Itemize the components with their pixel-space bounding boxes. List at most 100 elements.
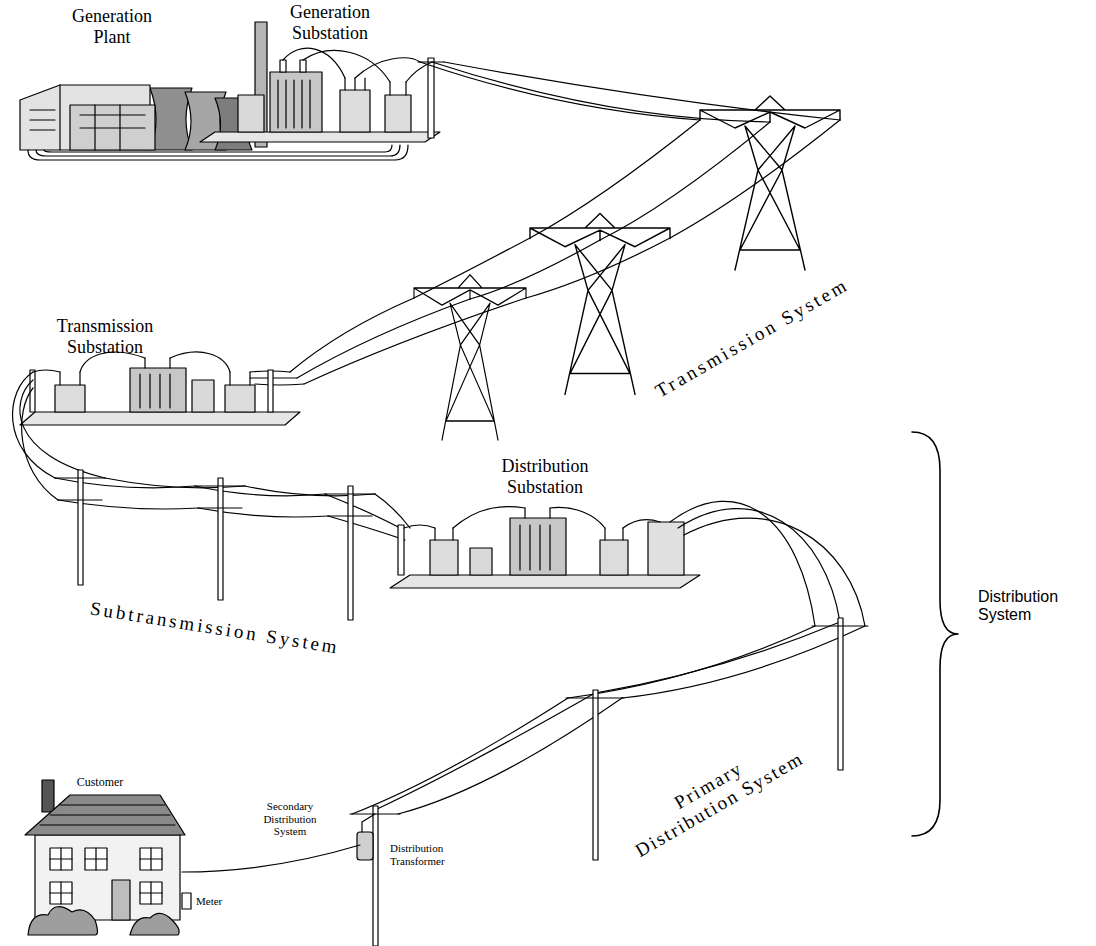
generation-substation [278,80,310,128]
distribution-substation [510,518,566,575]
transmission-tower [414,275,526,440]
transmission-substation [33,370,60,372]
distribution-pole [812,625,868,626]
transmission-conductor [444,62,840,120]
customer-house [40,805,175,825]
distribution-substation [390,575,700,588]
substation-label: Transmission Substation [40,316,170,357]
plant-feeder [28,145,408,160]
customer-house [25,780,185,935]
generation-substation [280,60,286,72]
subtransmission-conductor [20,380,105,478]
transmission-substation [20,352,304,425]
transmission-substation [192,380,214,412]
bracket-label: Distribution System [978,588,1082,625]
customer-house [112,880,130,920]
distribution-pole [373,806,378,946]
subtransmission-conductor [325,494,400,528]
primary-conductor [352,698,568,814]
transmission-conductor [526,238,670,298]
bracket [912,432,958,836]
distribution-transformer [357,814,375,860]
plant-feeder [36,145,400,156]
plant-feeder [28,145,408,160]
power-system-illustration [13,22,958,946]
generation-plant [30,105,145,150]
generation-substation [200,132,440,142]
transmission-substation [225,385,255,412]
primary-conductor [375,693,595,810]
customer-house [25,795,185,835]
subtransmission-pole [218,478,223,600]
distribution-pole [566,697,624,698]
generation-plant [150,88,192,150]
subtransmission-conductor [22,388,58,500]
subtransmission-pole [325,494,375,516]
plant-feeder [44,145,392,152]
subtransmission-conductor [13,372,55,478]
transmission-conductor [470,240,600,299]
transmission-conductor [420,62,700,120]
transmission-conductor [432,62,770,122]
primary-conductor [595,622,840,693]
distribution-pole [593,690,598,860]
transmission-conductor [297,299,470,378]
transmission-conductor [600,122,770,240]
distribution-substation [430,540,458,575]
subtransmission-conductor [375,494,410,528]
subtransmission-pole [195,486,245,508]
distribution-substation [520,525,550,570]
distribution-substation [435,508,623,540]
customer-label: Customer [65,776,135,790]
transmission-tower [414,275,526,440]
meter-symbol [182,893,191,909]
transmission-conductor [530,120,700,238]
distribution-substation [600,540,628,575]
distribution-pole [838,618,843,770]
generation-substation [340,90,370,132]
transmission-tower [530,213,670,394]
substation-label: Generation Substation [275,2,385,43]
subtransmission-conductor [328,516,405,540]
transmission-substation [20,412,300,425]
primary-conductor [398,698,622,814]
transmission-tower [530,213,670,394]
transmission-substation [250,371,304,385]
distribution-substation [398,525,404,575]
plant-label: Generation Plant [57,6,167,47]
generation-plant [20,22,267,150]
distribution-substation [404,507,660,528]
transformer-label: Distribution Transformer [390,842,470,867]
customer-house [28,907,98,935]
transmission-conductor [414,238,530,298]
transmission-substation [268,370,273,412]
meter-symbol [182,893,191,909]
customer-house [42,780,54,812]
distribution-pole [350,618,868,946]
transmission-substation [60,358,250,385]
service-drop [182,845,360,872]
subtransmission-pole [78,470,83,585]
distribution-substation [648,522,684,575]
transmission-substation [55,385,85,412]
service-drop [182,845,360,872]
generation-plant [59,85,60,150]
generation-substation [345,78,406,95]
substation-label: Distribution Substation [485,456,605,497]
meter-label: Meter [196,895,246,908]
customer-house [50,848,162,904]
distribution-transformer [362,814,375,832]
subtransmission-pole [55,470,375,620]
primary-conductor [678,509,840,622]
distribution-substation [390,507,700,588]
bracket [912,432,958,836]
generation-substation [385,95,411,132]
primary-conductor [622,626,865,698]
transmission-conductor [290,298,414,372]
subtransmission-pole [348,486,353,620]
generation-substation [238,95,264,132]
system-label: Primary Distribution System [619,727,810,862]
transmission-conductor [304,298,526,384]
